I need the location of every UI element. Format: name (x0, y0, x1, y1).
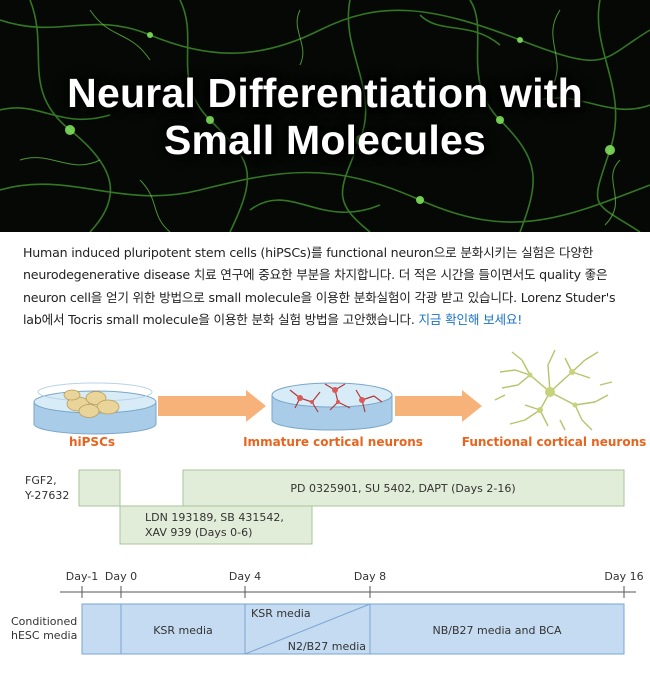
timeline-label-day16: Day 16 (604, 570, 643, 583)
media-label-ksr: KSR media (153, 624, 213, 637)
media-label-transition-top: KSR media (251, 607, 311, 620)
neuron-background-image (0, 0, 650, 232)
media-transition-diagonal (244, 603, 371, 655)
media-row-label-line2: hESC media (11, 629, 77, 642)
timeline-label-day-1: Day-1 (66, 570, 99, 583)
timeline-label-day8: Day 8 (354, 570, 386, 583)
intro-paragraph: Human induced pluripotent stem cells (hi… (23, 242, 635, 332)
media-row-label-line1: Conditioned (11, 615, 77, 628)
media-label-transition-bottom: N2/B27 media (288, 640, 366, 653)
timeline-label-day4: Day 4 (229, 570, 261, 583)
intro-text: Human induced pluripotent stem cells (hi… (23, 245, 616, 328)
media-bar-ksr (120, 603, 246, 655)
culture-dish-cells-icon (33, 382, 157, 435)
hero-banner: Neural Differentiation with Small Molecu… (0, 0, 650, 232)
treatment-label-pd: PD 0325901, SU 5402, DAPT (Days 2-16) (290, 482, 515, 495)
stage-label-hipscs: hiPSCs (69, 435, 115, 449)
stage-arrow-1 (158, 390, 266, 422)
media-label-nb: NB/B27 media and BCA (432, 624, 562, 637)
culture-dish-neurons-icon (271, 382, 393, 431)
treatment-label-ldn-line1: LDN 193189, SB 431542, (145, 511, 284, 524)
hero-title-line1: Neural Differentiation with (67, 70, 583, 116)
hero-title-line2: Small Molecules (163, 117, 486, 163)
stage-label-immature: Immature cortical neurons (243, 435, 423, 449)
treatment-label-ldn-line2: XAV 939 (Days 0-6) (145, 526, 252, 539)
timeline-label-day0: Day 0 (105, 570, 137, 583)
treatment-bar-ldn (119, 505, 313, 545)
treatment-label-fgf2-line2: Y-27632 (24, 489, 69, 502)
media-bar-nb (369, 603, 625, 655)
mature-neuron-icon (494, 349, 613, 431)
treatment-label-fgf2-line1: FGF2, (25, 474, 57, 487)
stage-label-functional: Functional cortical neurons (462, 435, 647, 449)
intro-link[interactable]: 지금 확인해 보세요! (418, 312, 523, 328)
media-bar-conditioned (81, 603, 122, 655)
treatment-bar-pd (182, 469, 625, 507)
treatment-bar-fgf2 (78, 469, 121, 507)
stage-arrow-2 (395, 390, 482, 422)
